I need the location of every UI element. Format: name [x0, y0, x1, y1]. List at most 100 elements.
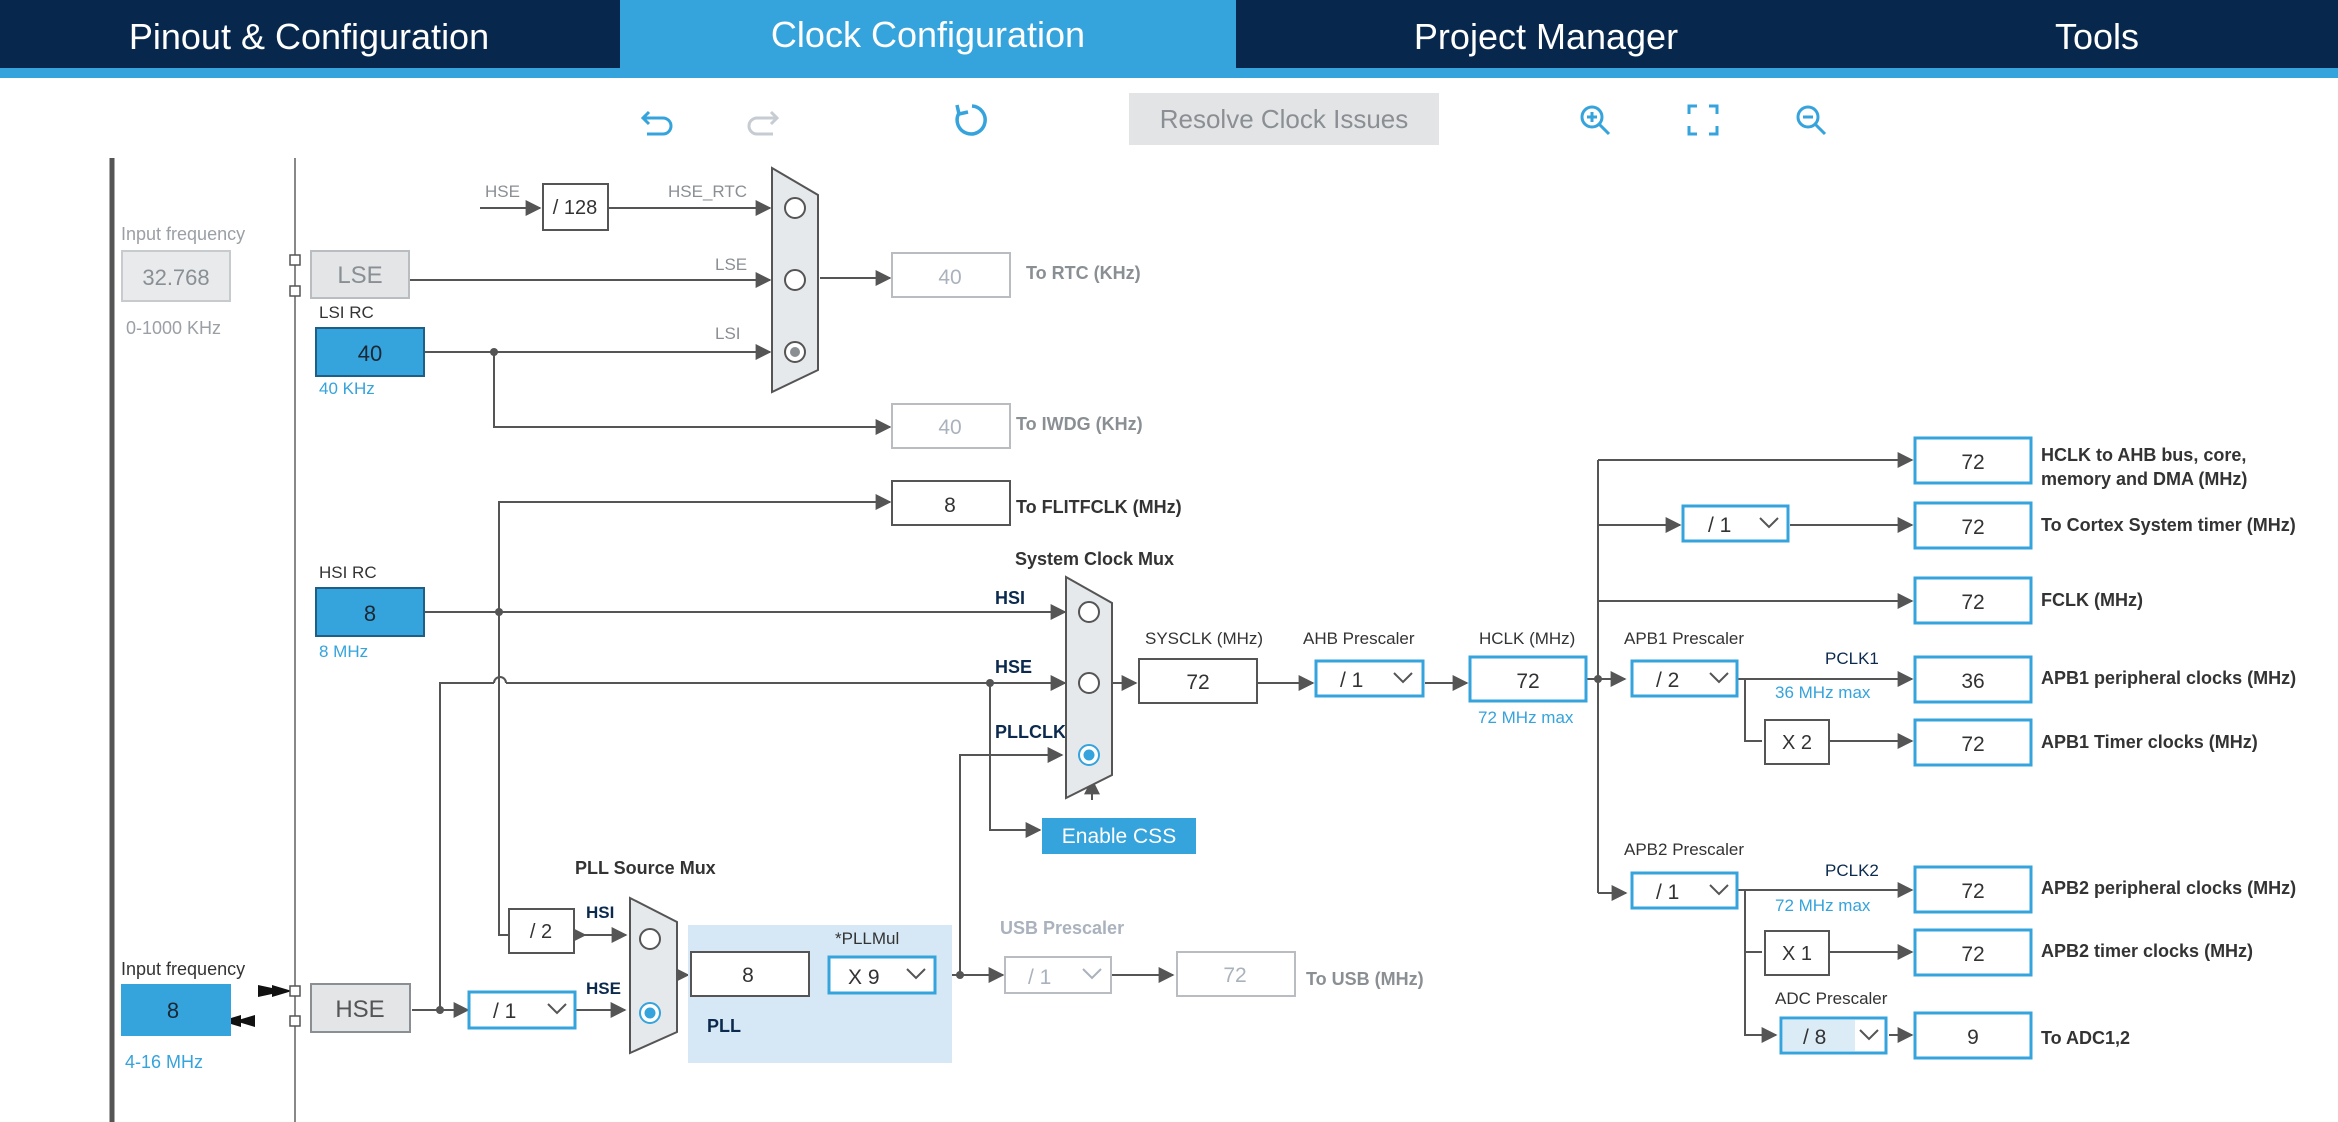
- undo-icon[interactable]: [635, 98, 679, 142]
- system-clock-mux-title: System Clock Mux: [1015, 549, 1174, 569]
- zoom-in-icon[interactable]: [1573, 98, 1617, 142]
- usb-prescaler-label: USB Prescaler: [1000, 918, 1124, 938]
- chevron-down-icon: [1709, 672, 1729, 684]
- sysmux-radio-hsi[interactable]: [1078, 601, 1100, 623]
- pll-hsi-label: HSI: [586, 903, 614, 922]
- output-label: HCLK to AHB bus, core,: [2041, 445, 2246, 465]
- resolve-clock-issues-button[interactable]: Resolve Clock Issues: [1129, 93, 1439, 145]
- svg-text:72: 72: [1961, 733, 1984, 756]
- zoom-out-icon[interactable]: [1789, 98, 1833, 142]
- apb2-prescaler-select[interactable]: [1630, 871, 1739, 910]
- junction-dots: [436, 348, 1602, 1014]
- svg-text:/ 1: / 1: [1708, 514, 1731, 537]
- ahb-prescaler-label: AHB Prescaler: [1303, 629, 1415, 648]
- output-label: APB2 peripheral clocks (MHz): [2041, 878, 2296, 898]
- output-label: To ADC1,2: [2041, 1028, 2130, 1048]
- pll-source-radio-hsi[interactable]: [639, 928, 661, 950]
- redo-icon[interactable]: [741, 98, 785, 142]
- refresh-icon[interactable]: [950, 98, 994, 142]
- svg-text:8: 8: [742, 964, 754, 987]
- svg-text:40: 40: [358, 341, 382, 366]
- flitfclk-output-label: To FLITFCLK (MHz): [1016, 497, 1182, 517]
- hclk-value-input[interactable]: [1468, 655, 1588, 703]
- sysmux-radio-hse[interactable]: [1078, 672, 1100, 694]
- lsi-frequency: 40 KHz: [319, 379, 375, 398]
- lse-block[interactable]: [310, 250, 410, 299]
- hse-range: 4-16 MHz: [125, 1052, 203, 1072]
- output-value-box: [1913, 1011, 2033, 1060]
- sysclk-label: SYSCLK (MHz): [1145, 629, 1263, 648]
- svg-text:/ 8: / 8: [1803, 1026, 1826, 1049]
- iwdg-value-box: [891, 403, 1011, 449]
- sysmux-pllclk-label: PLLCLK: [995, 722, 1066, 742]
- frame-connectors: [289, 254, 301, 1027]
- output-label: APB1 peripheral clocks (MHz): [2041, 668, 2296, 688]
- lse-frequency-input[interactable]: [121, 250, 231, 302]
- lsi-label: LSI: [715, 324, 741, 343]
- iwdg-output-label: To IWDG (KHz): [1016, 414, 1143, 434]
- hse-label: HSE: [485, 182, 520, 201]
- svg-text:40: 40: [938, 266, 961, 289]
- cortex-timer-prescaler-select[interactable]: [1681, 504, 1790, 543]
- output-value-box: [1913, 436, 2033, 485]
- usb-output-label: To USB (MHz): [1306, 969, 1424, 989]
- tab-bar: Pinout & Configuration Clock Configurati…: [0, 0, 2338, 76]
- hse-rtc-label: HSE_RTC: [668, 182, 747, 201]
- pll-mul-label: *PLLMul: [835, 929, 899, 948]
- rtc-output-label: To RTC (KHz): [1026, 263, 1141, 283]
- hsi-rc-block[interactable]: [315, 587, 425, 637]
- svg-text:/ 1: / 1: [1028, 966, 1051, 989]
- output-label: APB1 Timer clocks (MHz): [2041, 732, 2258, 752]
- svg-text:9: 9: [1967, 1026, 1979, 1049]
- lsi-rc-block[interactable]: [315, 327, 425, 377]
- lse-frequency-value: 32.768: [142, 265, 209, 290]
- output-value-box: [1913, 865, 2033, 914]
- chevron-down-icon: [547, 1003, 567, 1015]
- output-value-box: [1913, 928, 2033, 977]
- rtc-mux-radio-lse[interactable]: [784, 269, 806, 291]
- pll-mul-select[interactable]: [827, 955, 937, 995]
- output-value-box: [1913, 655, 2033, 704]
- rtc-mux-radio-hse[interactable]: [784, 197, 806, 219]
- hsi-rc-label: HSI RC: [319, 563, 377, 582]
- pclk2-label: PCLK2: [1825, 861, 1879, 880]
- svg-text:36: 36: [1961, 670, 1984, 693]
- tab-clock-configuration[interactable]: Clock Configuration: [620, 0, 1236, 70]
- flitfclk-value-box: [891, 480, 1011, 526]
- fit-to-screen-icon[interactable]: [1681, 98, 1725, 142]
- connection-lines: [410, 200, 1914, 1043]
- usb-prescaler-select[interactable]: [1004, 956, 1112, 994]
- pll-hse-label: HSE: [586, 979, 621, 998]
- tab-pinout-configuration[interactable]: Pinout & Configuration: [128, 16, 490, 57]
- apb2-prescaler-label: APB2 Prescaler: [1624, 840, 1744, 859]
- rtc-div128: [542, 183, 609, 231]
- enable-css-button[interactable]: [1042, 818, 1196, 854]
- tab-tools[interactable]: Tools: [2054, 16, 2140, 57]
- output-value-box: [1913, 576, 2033, 625]
- sysclk-value-box: [1138, 658, 1258, 704]
- apb1-prescaler-select[interactable]: [1630, 659, 1739, 698]
- chevron-down-icon: [1759, 517, 1779, 529]
- lsi-rc-label: LSI RC: [319, 303, 374, 322]
- hse-input-label: Input frequency: [121, 959, 245, 979]
- lse-input-label: Input frequency: [121, 224, 245, 244]
- svg-text:72: 72: [1516, 670, 1539, 693]
- ahb-prescaler-select[interactable]: [1314, 659, 1425, 698]
- svg-text:/ 1: / 1: [493, 1000, 516, 1023]
- svg-text:72: 72: [1961, 943, 1984, 966]
- pll-hse-prediv-select[interactable]: [467, 990, 577, 1030]
- pll-source-mux: [629, 896, 678, 1055]
- svg-text:72: 72: [1961, 516, 1984, 539]
- tab-project-manager[interactable]: Project Manager: [1413, 16, 1679, 57]
- hse-frequency-input[interactable]: [121, 984, 231, 1036]
- output-label: To Cortex System timer (MHz): [2041, 515, 2296, 535]
- svg-text:/ 2: / 2: [530, 921, 552, 943]
- hsi-frequency: 8 MHz: [319, 642, 368, 661]
- hse-block[interactable]: [310, 983, 411, 1033]
- svg-text:X 9: X 9: [848, 966, 880, 989]
- svg-text:72: 72: [1961, 591, 1984, 614]
- lse-range: 0-1000 KHz: [126, 318, 221, 338]
- svg-text:LSE: LSE: [337, 262, 382, 289]
- hse-out-arrow: [235, 1015, 255, 1027]
